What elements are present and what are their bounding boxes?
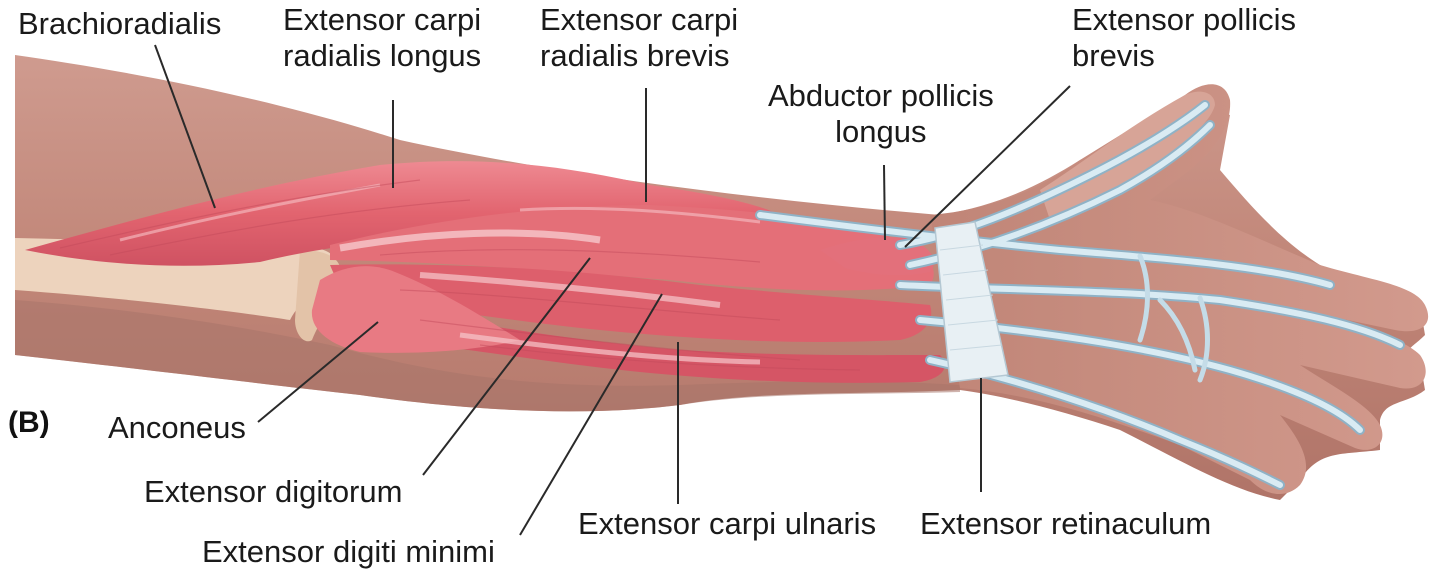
leader-edm	[519, 293, 663, 536]
label-extensor-carpi-radialis-brevis: Extensor carpi radialis brevis	[540, 2, 738, 74]
label-line: Abductor pollicis	[768, 78, 994, 113]
leader-anconeus	[257, 321, 379, 423]
label-line: Brachioradialis	[18, 6, 222, 41]
label-line: Extensor digitorum	[144, 474, 403, 509]
label-extensor-carpi-radialis-longus: Extensor carpi radialis longus	[283, 2, 481, 74]
label-line: Extensor carpi ulnaris	[578, 506, 877, 541]
label-line: brevis	[1072, 38, 1155, 73]
label-line: Extensor pollicis	[1072, 2, 1296, 37]
label-extensor-carpi-ulnaris: Extensor carpi ulnaris	[578, 506, 876, 542]
leader-epb	[904, 85, 1071, 248]
label-line: Extensor digiti minimi	[202, 534, 495, 569]
leader-lines	[154, 44, 1071, 536]
label-line: Extensor carpi	[283, 2, 482, 37]
label-line: radialis brevis	[540, 38, 730, 73]
label-line: Anconeus	[108, 410, 246, 445]
label-extensor-retinaculum: Extensor retinaculum	[920, 506, 1211, 542]
leader-ed	[422, 257, 591, 476]
label-abductor-pollicis-longus: Abductor pollicis longus	[768, 78, 994, 150]
label-extensor-digiti-minimi: Extensor digiti minimi	[202, 534, 495, 570]
panel-letter: (B)	[8, 406, 50, 439]
label-anconeus: Anconeus	[108, 410, 246, 446]
leader-apl	[883, 164, 886, 241]
leader-brachioradialis	[154, 44, 216, 209]
label-line: Extensor retinaculum	[920, 506, 1212, 541]
label-brachioradialis: Brachioradialis	[18, 6, 221, 42]
label-line: Extensor carpi	[540, 2, 739, 37]
label-line: longus	[835, 114, 927, 149]
label-extensor-digitorum: Extensor digitorum	[144, 474, 402, 510]
label-line: radialis longus	[283, 38, 482, 73]
label-extensor-pollicis-brevis: Extensor pollicis brevis	[1072, 2, 1296, 74]
retinaculum-band	[934, 221, 1009, 383]
